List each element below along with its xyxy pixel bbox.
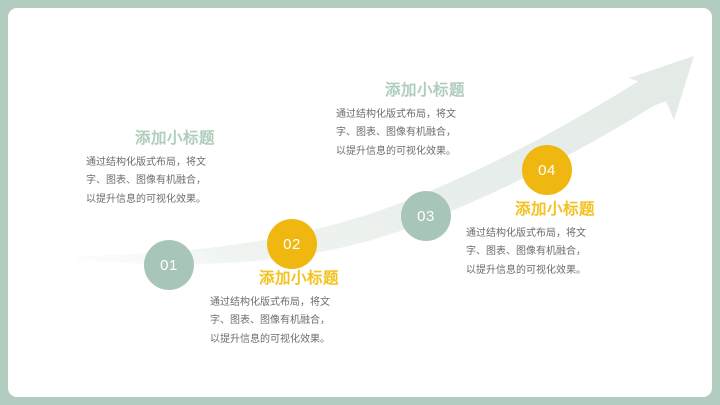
step-title-01: 添加小标题 xyxy=(134,130,215,147)
step-node-03[interactable]: 03 xyxy=(401,191,451,241)
step-node-01[interactable]: 01 xyxy=(144,240,194,290)
step-number-04: 04 xyxy=(538,161,556,179)
step-block-03: 添加小标题 通过结构化版式布局，将文 字、图表、图像有机融合， 以提升信息的可视… xyxy=(336,82,514,161)
step-body-03: 通过结构化版式布局，将文 字、图表、图像有机融合， 以提升信息的可视化效果。 xyxy=(336,108,456,157)
step-body-01: 通过结构化版式布局，将文 字、图表、图像有机融合， 以提升信息的可视化效果。 xyxy=(86,156,206,205)
step-node-04[interactable]: 04 xyxy=(522,145,572,195)
step-number-02: 02 xyxy=(283,235,301,253)
step-block-04: 添加小标题 通过结构化版式布局，将文 字、图表、图像有机融合， 以提升信息的可视… xyxy=(466,201,644,280)
step-number-03: 03 xyxy=(417,207,435,225)
step-title-02: 添加小标题 xyxy=(258,270,339,287)
step-block-01: 添加小标题 通过结构化版式布局，将文 字、图表、图像有机融合， 以提升信息的可视… xyxy=(86,130,264,209)
step-body-04: 通过结构化版式布局，将文 字、图表、图像有机融合， 以提升信息的可视化效果。 xyxy=(466,227,586,276)
step-title-04: 添加小标题 xyxy=(514,201,595,218)
step-number-01: 01 xyxy=(160,256,178,274)
step-node-02[interactable]: 02 xyxy=(267,219,317,269)
step-body-02: 通过结构化版式布局，将文 字、图表、图像有机融合， 以提升信息的可视化效果。 xyxy=(210,296,330,345)
step-block-02: 添加小标题 通过结构化版式布局，将文 字、图表、图像有机融合， 以提升信息的可视… xyxy=(210,270,388,349)
step-title-03: 添加小标题 xyxy=(384,82,465,99)
slide-card: 01 添加小标题 通过结构化版式布局，将文 字、图表、图像有机融合， 以提升信息… xyxy=(8,8,712,397)
